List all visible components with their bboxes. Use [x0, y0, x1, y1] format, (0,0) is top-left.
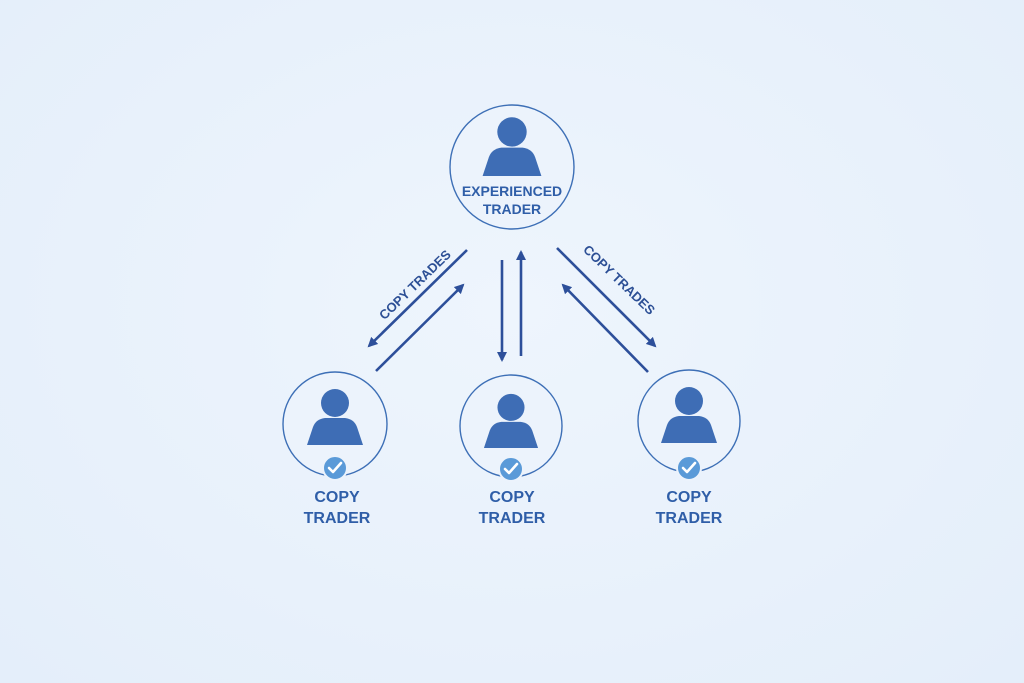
experienced-trader-label-line1: EXPERIENCED	[462, 183, 562, 199]
experienced-trader-label-line2: TRADER	[483, 201, 541, 217]
check-icon	[676, 455, 702, 481]
copy-trader-node-right: COPY TRADER	[637, 369, 741, 527]
arrow-to-left-copy-trader	[367, 249, 468, 348]
arrow-from-right-copy-trader	[561, 283, 649, 373]
center-arrow-pair	[497, 250, 526, 362]
copy-trader-node-left: COPY TRADER	[282, 371, 388, 527]
left-copy-trades-label: COPY TRADES	[376, 247, 454, 323]
copy-trader-label-line2: TRADER	[304, 510, 371, 527]
copy-trader-label-line1: COPY	[314, 489, 360, 506]
copy-trader-label-line1: COPY	[666, 489, 712, 506]
right-arrow-pair: COPY TRADES	[556, 242, 658, 373]
copy-trader-label-line1: COPY	[489, 489, 535, 506]
arrow-from-left-copy-trader	[375, 283, 465, 372]
copy-trader-label-line2: TRADER	[656, 510, 723, 527]
copy-trader-label-line2: TRADER	[479, 510, 546, 527]
check-icon	[322, 455, 348, 481]
arrow-to-right-copy-trader	[556, 247, 657, 348]
right-copy-trades-label: COPY TRADES	[580, 242, 658, 318]
experienced-trader-node: EXPERIENCED TRADER	[449, 104, 575, 230]
copy-trader-node-center: COPY TRADER	[459, 374, 563, 527]
check-icon	[498, 456, 524, 482]
left-arrow-pair: COPY TRADES	[367, 247, 468, 372]
